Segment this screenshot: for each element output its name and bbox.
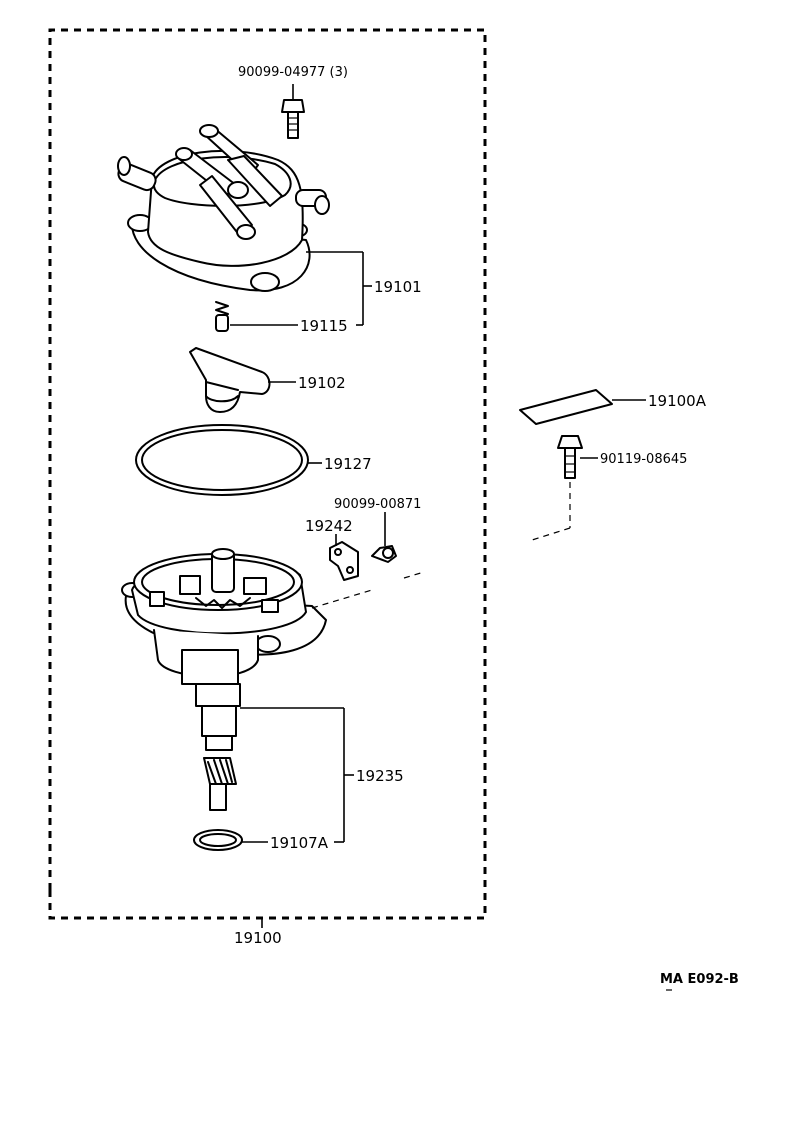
label-clamp: 19242 xyxy=(305,517,353,535)
label-bolt-mount: 90119-08645 xyxy=(600,452,687,467)
assembly-frame xyxy=(48,28,487,920)
clamp-drawing xyxy=(329,541,359,581)
label-housing-assy: 19235 xyxy=(356,767,404,785)
cap-bolt-drawing xyxy=(281,84,305,139)
label-plate-drawing xyxy=(519,389,613,425)
label-o-ring: 19107A xyxy=(270,834,329,852)
mount-bolt-drawing xyxy=(531,435,583,541)
o-ring-drawing xyxy=(193,829,243,851)
label-bolt-cap: 90099-04977 (3) xyxy=(238,65,348,80)
leader-lines xyxy=(230,251,672,991)
distributor-cap-drawing xyxy=(117,124,330,292)
clamp-screw-drawing xyxy=(371,545,397,563)
label-cap-assy: 19101 xyxy=(374,278,422,296)
label-plate: 19100A xyxy=(648,392,707,410)
label-gasket: 19127 xyxy=(324,455,372,473)
housing-drawing xyxy=(121,548,327,811)
label-cap-carbon: 19115 xyxy=(300,317,348,335)
label-screw-clamp: 90099-00871 xyxy=(334,497,421,512)
gasket-drawing xyxy=(135,424,309,496)
label-rotor: 19102 xyxy=(298,374,346,392)
label-distributor-assy: 19100 xyxy=(234,929,282,947)
rotor-drawing xyxy=(189,347,271,413)
cap-carbon-drawing xyxy=(215,301,229,332)
diagram-code: MA E092-B xyxy=(660,972,739,987)
